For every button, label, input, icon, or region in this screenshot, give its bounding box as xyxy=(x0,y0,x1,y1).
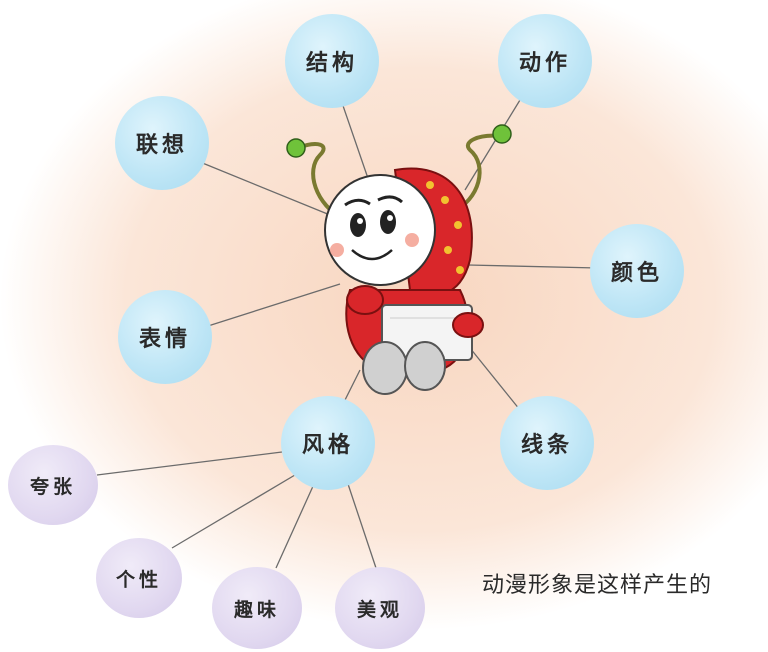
line-yanse xyxy=(467,264,599,269)
mascot-figure xyxy=(286,124,512,395)
node-kuazhang: 夸张 xyxy=(8,445,98,525)
node-xiantiao: 线条 xyxy=(500,396,594,490)
line-kuazhang xyxy=(96,451,283,476)
diagram-caption: 动漫形象是这样产生的 xyxy=(482,573,713,598)
line-xiantiao xyxy=(469,347,521,411)
line-meiguan xyxy=(347,483,377,569)
line-jiegou xyxy=(339,96,373,191)
line-lianxiang xyxy=(199,161,331,216)
node-lianxiang: 联想 xyxy=(115,96,209,190)
node-biaoqing: 表情 xyxy=(118,290,212,384)
line-dongzuo xyxy=(464,99,521,191)
line-gexing xyxy=(171,471,301,549)
antenna-ball-right xyxy=(492,124,512,144)
connector-lines xyxy=(96,96,599,569)
line-quwei xyxy=(275,483,315,569)
line-biaoqing xyxy=(207,283,341,327)
node-yanse: 颜色 xyxy=(590,224,684,318)
node-fengge: 风格 xyxy=(281,396,375,490)
node-meiguan: 美观 xyxy=(335,567,425,649)
mascot-head xyxy=(324,174,436,286)
antenna-ball-left xyxy=(286,138,306,158)
node-jiegou: 结构 xyxy=(285,14,379,108)
node-gexing: 个性 xyxy=(96,538,182,618)
node-quwei: 趣味 xyxy=(212,567,302,649)
node-dongzuo: 动作 xyxy=(498,14,592,108)
